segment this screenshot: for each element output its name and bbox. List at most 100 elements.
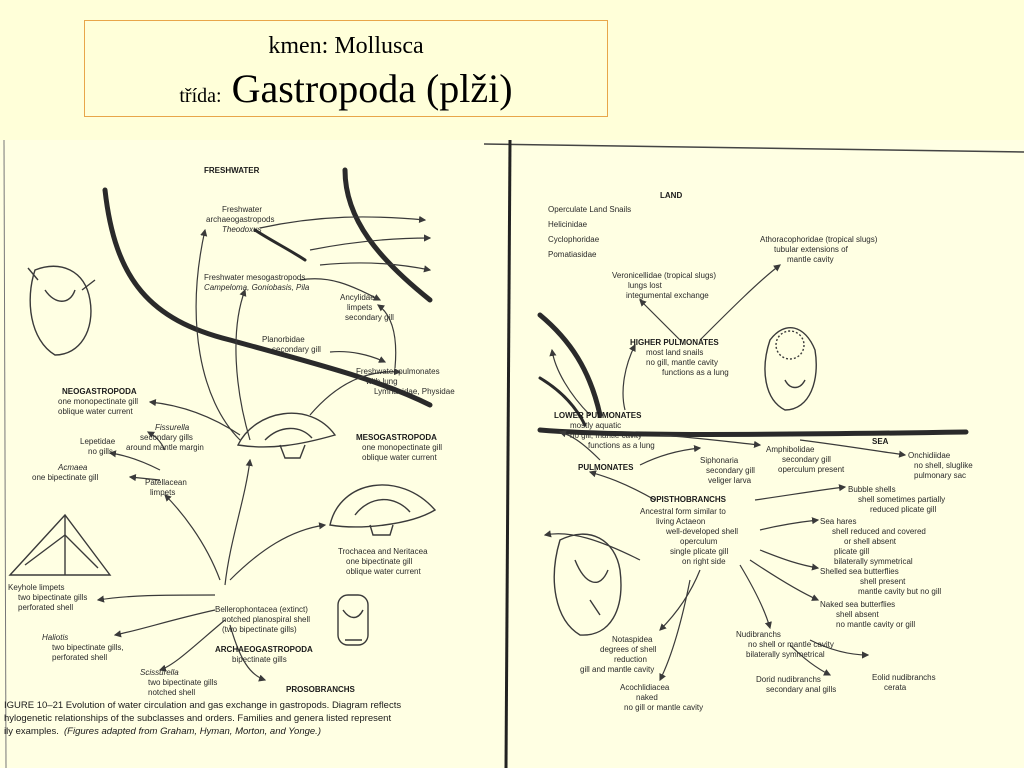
amphibolidae-label-2: operculum present [778,465,845,474]
eolid-label-0: Eolid nudibranchs [872,673,936,682]
onchidiidae-label-0: Onchidiidae [908,451,951,460]
acmaea-label-0: Acmaea [57,463,88,472]
bellerophontacea-label-0: Bellerophontacea (extinct) [215,605,308,614]
lepetidae-label-1: no gills [88,447,113,456]
planorbidae-label-1: secondary gill [272,345,321,354]
trochacea-label-1: one bipectinate gill [346,557,412,566]
sea-hares-label-3: plicate gill [834,547,869,556]
fw-archaeo-label-1: archaeogastropods [206,215,275,224]
snail-sketch-left-top [27,265,96,356]
lepetidae-label-0: Lepetidae [80,437,116,446]
land-boundary-line-2 [538,376,587,427]
higher-pulmonates-label-1: most land snails [646,348,703,357]
freshwater-boundary-line-2 [342,167,433,303]
fissurella-label-2: around mantle margin [126,443,204,452]
dorid-label-1: secondary anal gills [766,685,836,694]
right-panel: LAND Operculate Land Snails Helicinidae … [537,191,973,712]
veronicellidae-label-1: lungs lost [628,281,663,290]
freshwater-boundary-line-3 [253,228,307,262]
veronicellidae-label-2: integumental exchange [626,291,709,300]
shelled-butterflies-label-2: mantle cavity but no gill [858,587,941,596]
archaeogastropoda-label-0: ARCHAEOGASTROPODA [215,645,313,654]
keyhole-label-0: Keyhole limpets [8,583,64,592]
lower-pulmonates-label-2: no gill, mantle cavity [570,431,642,440]
onchidiidae-label-1: no shell, sluglike [914,461,973,470]
opisthobranchs-label-4: operculum [680,537,718,546]
acmaea-label-1: one bipectinate gill [32,473,98,482]
bubble-label-2: reduced plicate gill [870,505,936,514]
notaspidea-label-2: reduction [614,655,647,664]
naked-butterflies-label-2: no mantle cavity or gill [836,620,915,629]
left-page-edge [3,140,7,768]
land-label: LAND [660,191,682,200]
land-family-2: Cyclophoridae [548,235,600,244]
mesogastropoda-label-1: one monopectinate gill [362,443,442,452]
naked-butterflies-label-0: Naked sea butterflies [820,600,895,609]
book-spine [504,140,512,768]
trochacea-label-2: oblique water current [346,567,421,576]
shelled-butterflies-label-1: shell present [860,577,906,586]
sea-label: SEA [872,437,889,446]
bellerophontacea-label-2: (two bipectinate gills) [222,625,297,634]
amphibolidae-label-0: Amphibolidae [766,445,815,454]
phylum-name: Mollusca [334,33,424,59]
keyhole-label-2: perforated shell [18,603,73,612]
opisthobranchs-label-6: on right side [682,557,726,566]
keyhole-label-1: two bipectinate gills [18,593,87,602]
bubble-label-1: shell sometimes partially [858,495,945,504]
haliotis-label-1: two bipectinate gills, [52,643,124,652]
nudibranchs-label-0: Nudibranchs [736,630,781,639]
caption-line-2: ily examples. [4,726,59,737]
left-panel: FRESHWATER Freshwater archaeogastropods … [4,166,455,737]
land-family-0: Operculate Land Snails [548,205,631,214]
bellerophontacea-label-1: notched planospiral shell [222,615,310,624]
bubble-label-0: Bubble shells [848,485,896,494]
patellacean-label-0: Patellacean [145,478,187,487]
limpet-sketch [236,412,337,459]
patellacean-label-1: limpets [150,488,175,497]
higher-pulmonates-label-3: functions as a lung [662,368,729,377]
siphonaria-label-0: Siphonaria [700,456,739,465]
scissurella-label-2: notched shell [148,688,195,697]
sea-boundary-line [537,427,969,437]
opisthobranchs-label-2: living Actaeon [656,517,705,526]
nudibranchs-label-1: no shell or mantle cavity [748,640,834,649]
higher-pulmonates-label-0: HIGHER PULMONATES [630,338,719,347]
fw-pulmonates-label-1: with lung [365,377,398,386]
freshwater-boundary-line [102,187,433,408]
lower-pulmonates-label-0: LOWER PULMONATES [554,411,642,420]
opisthobranchs-label-1: Ancestral form similar to [640,507,726,516]
sea-hares-label-0: Sea hares [820,517,856,526]
opisthobranchs-label-0: OPISTHOBRANCHS [650,495,727,504]
page-scan [0,140,1024,768]
class-name: Gastropoda (plži) [231,66,513,111]
fw-archaeo-label-0: Freshwater [222,205,262,214]
athoracophoridae-label-0: Athoracophoridae (tropical slugs) [760,235,878,244]
caption-line-0: IGURE 10–21 Evolution of water circulati… [4,700,401,711]
lower-pulmonates-label-3: functions as a lung [588,441,655,450]
pulmonates-label: PULMONATES [578,463,634,472]
fw-pulmonates-label-2: Lymnaeidae, Physidae [374,387,455,396]
fw-pulmonates-label-0: Freshwater pulmonates [356,367,440,376]
ancylidae-label-1: limpets [347,303,372,312]
shelled-butterflies-label-0: Shelled sea butterflies [820,567,899,576]
athoracophoridae-label-2: mantle cavity [787,255,834,264]
higher-pulmonates-label-2: no gill, mantle cavity [646,358,718,367]
trochacea-label-0: Trochacea and Neritacea [338,547,428,556]
fissurella-label-1: secondary gills [140,433,193,442]
naked-butterflies-label-1: shell absent [836,610,879,619]
notaspidea-label-1: degrees of shell [600,645,657,654]
acochlidiacea-label-2: no gill or mantle cavity [624,703,703,712]
mesogastropoda-label-0: MESOGASTROPODA [356,433,437,442]
caption-line-3: (Figures adapted from Graham, Hyman, Mor… [64,726,321,737]
opisthobranch-sketch [553,533,622,636]
phylum-label: kmen: [268,33,329,59]
opisthobranchs-label-3: well-developed shell [665,527,738,536]
prosobranchs-label: PROSOBRANCHS [286,685,356,694]
veronicellidae-label-0: Veronicellidae (tropical slugs) [612,271,716,280]
freshwater-label: FRESHWATER [204,166,260,175]
planorbidae-label-0: Planorbidae [262,335,305,344]
neogastropoda-label-2: oblique water current [58,407,133,416]
acochlidiacea-label-0: Acochlidiacea [620,683,670,692]
nudibranchs-label-2: bilaterally symmetrical [746,650,825,659]
